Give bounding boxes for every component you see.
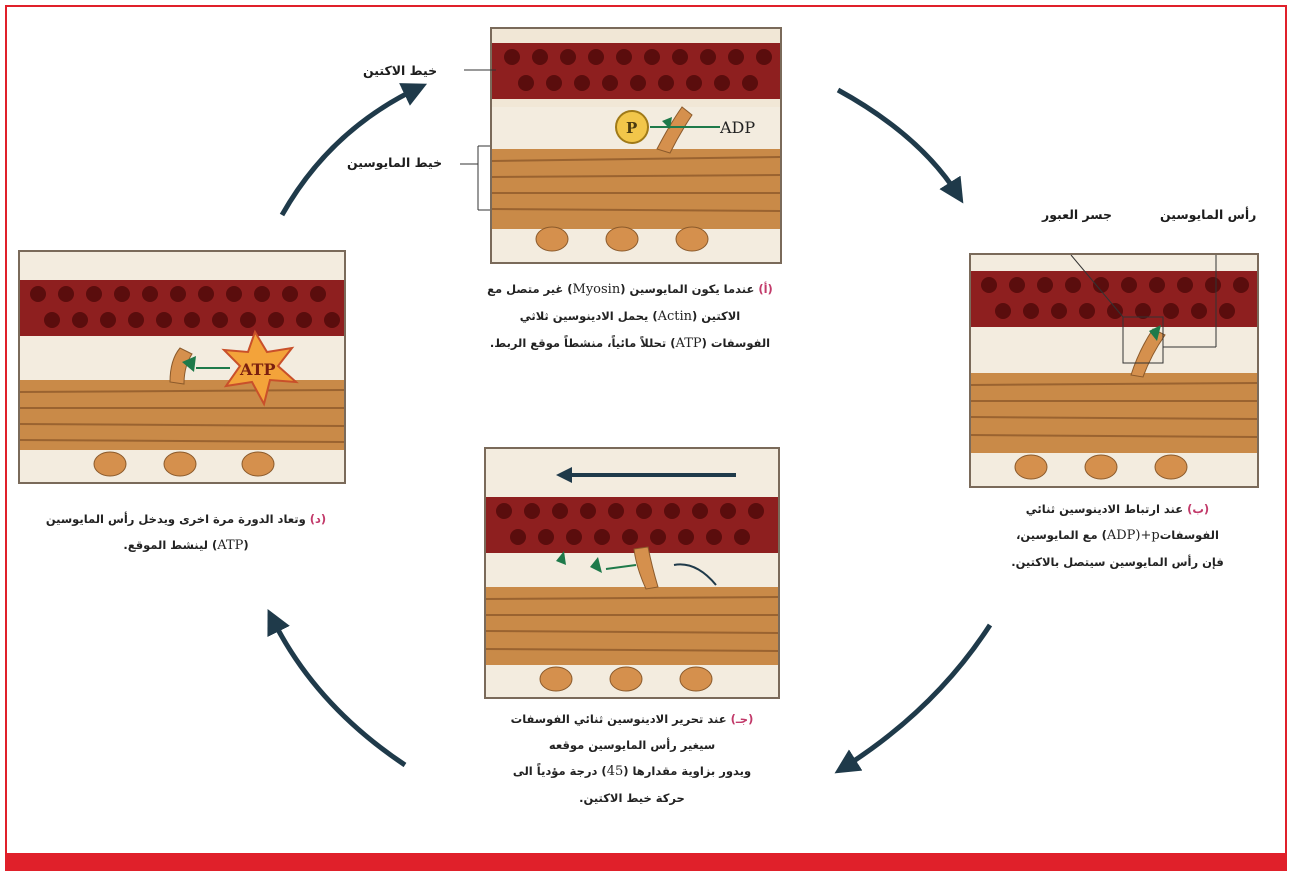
phosphate-label: P — [626, 119, 637, 137]
caption-a-line3-pre: الفوسفات ( — [702, 336, 770, 350]
cross-bridge-label: جسر العبور — [1042, 207, 1112, 222]
caption-b: (ب) عند ارتباط الادينوسين ثنائي الفوسفات… — [985, 496, 1250, 575]
caption-b-letter: (ب) — [1187, 502, 1209, 516]
panel-d: ATP — [18, 250, 346, 484]
caption-b-line3: فإن رأس المايوسين سيتصل بالاكتين. — [985, 549, 1250, 575]
caption-a-line1-latin: Myosin — [573, 282, 621, 297]
caption-d-letter: (د) — [310, 512, 326, 526]
caption-d-line2-post: ) لينشط الموقع. — [123, 538, 217, 552]
caption-c-line2: سيغير رأس المايوسين موقعه — [462, 732, 802, 758]
caption-c-line3-latin: 45 — [607, 764, 624, 779]
panel-b-illustration — [971, 255, 1257, 486]
panel-d-illustration: ATP — [20, 252, 344, 482]
cycle-arrow-bottom-left — [272, 618, 405, 765]
caption-c-line4: حركة خيط الاكتين. — [462, 785, 802, 811]
caption-a: (أ) عندما يكون المايوسين (Myosin) غير مت… — [445, 276, 815, 357]
caption-c-line3-post: ) درجة مؤدياً الى — [513, 764, 607, 778]
cycle-arrow-top-right — [838, 90, 958, 195]
caption-c-line1: عند تحرير الادينوسين ثنائي الفوسفات — [511, 712, 727, 726]
panel-b — [969, 253, 1259, 488]
panel-a-illustration: P ADP — [492, 29, 780, 262]
myosin-label: خيط المايوسين — [347, 155, 442, 170]
atp-burst-label: ATP — [239, 360, 275, 379]
actin-label: خيط الاكتين — [363, 63, 437, 78]
cycle-arrow-top-left — [282, 88, 418, 215]
caption-b-line2-pre: الفوسفات — [1160, 528, 1219, 542]
caption-d: (د) وتعاد الدورة مرة اخرى ويدخل رأس الما… — [16, 506, 356, 559]
caption-a-letter: (أ) — [758, 282, 772, 296]
caption-a-line2-post: ) يحمل الادينوسين ثلاثي — [520, 309, 658, 323]
leader-lines-a — [430, 60, 500, 220]
caption-d-line1: وتعاد الدورة مرة اخرى ويدخل رأس المايوسي… — [46, 512, 306, 526]
caption-d-line2-latin: ATP — [217, 538, 243, 553]
caption-b-line1: عند ارتباط الادينوسين ثنائي — [1026, 502, 1183, 516]
caption-b-line2-latin: ADP)+p — [1107, 528, 1160, 543]
caption-a-line1-post: ) غير متصل مع — [487, 282, 572, 296]
caption-c-line3-pre: ويدور بزاوية مقدارها ( — [623, 764, 751, 778]
caption-a-line3-post: ) تحللاً مائياً، منشطاً موقع الربط. — [490, 336, 676, 350]
caption-a-line1-pre: عندما يكون المايوسين ( — [620, 282, 754, 296]
myosin-head-label: رأس المايوسين — [1160, 207, 1256, 222]
caption-a-line2-pre: الاكتين ( — [692, 309, 740, 323]
adp-label: ADP — [719, 118, 755, 137]
panel-c-illustration — [486, 449, 778, 697]
caption-d-line2-pre: ( — [243, 538, 248, 552]
panel-c — [484, 447, 780, 699]
caption-c-letter: (جـ) — [731, 712, 754, 726]
cycle-arrow-bottom-right — [843, 625, 990, 768]
panel-a: P ADP — [490, 27, 782, 264]
caption-b-line2-post: ) مع المايوسين، — [1016, 528, 1107, 542]
caption-a-line2-latin: Actin — [658, 309, 692, 324]
caption-a-line3-latin: ATP — [676, 336, 702, 351]
caption-c: (جـ) عند تحرير الادينوسين ثنائي الفوسفات… — [462, 706, 802, 811]
